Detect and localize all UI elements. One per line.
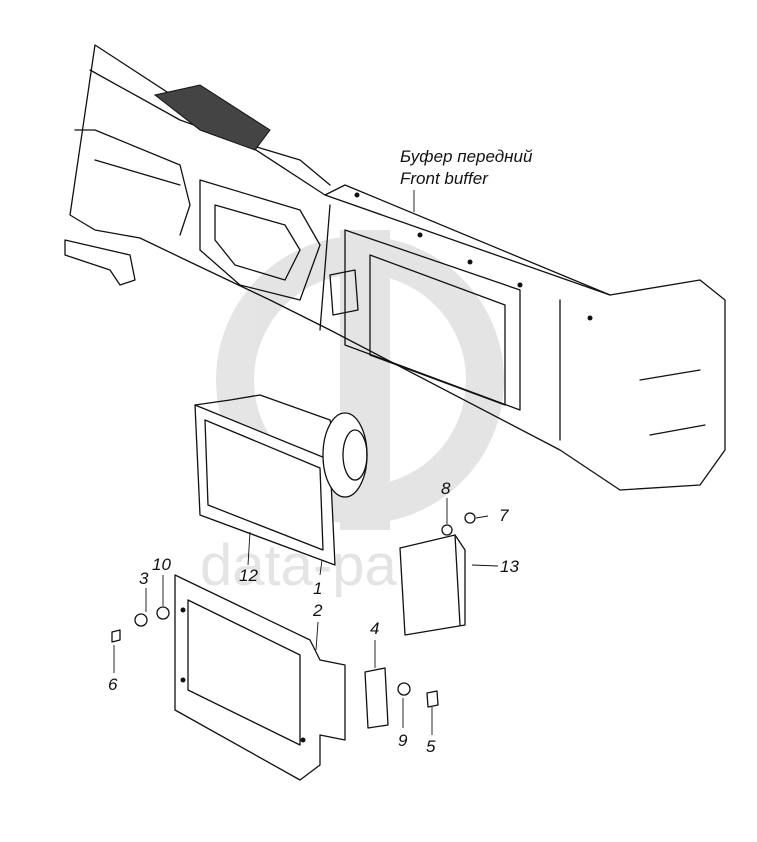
headlamp (194, 394, 368, 566)
callout-7: 7 (499, 506, 509, 525)
washer-7 (464, 512, 476, 524)
callout-1: 1 (313, 579, 322, 598)
leader-lines (113, 190, 499, 735)
callout-3: 3 (139, 569, 149, 588)
callout-4: 4 (370, 619, 379, 638)
callout-9: 9 (398, 731, 408, 750)
nut-8 (441, 524, 453, 536)
callout-8: 8 (441, 479, 451, 498)
caption-en: Front buffer (400, 169, 489, 188)
front-buffer (64, 44, 726, 491)
caption-ru: Буфер передний (400, 147, 533, 166)
bolt-5 (426, 690, 439, 708)
callout-2: 2 (312, 601, 323, 620)
side-lamp (399, 534, 466, 636)
bolt-6 (111, 629, 121, 643)
nut-10 (156, 606, 170, 620)
washer-3 (134, 613, 148, 627)
callout-10: 10 (152, 555, 171, 574)
nut-9 (397, 682, 411, 696)
mounting-bracket (174, 574, 346, 781)
callout-13: 13 (500, 557, 519, 576)
callout-5: 5 (426, 737, 436, 756)
fasteners (111, 512, 476, 708)
callout-6: 6 (108, 675, 118, 694)
callout-12: 12 (239, 566, 258, 585)
plate (364, 667, 389, 729)
